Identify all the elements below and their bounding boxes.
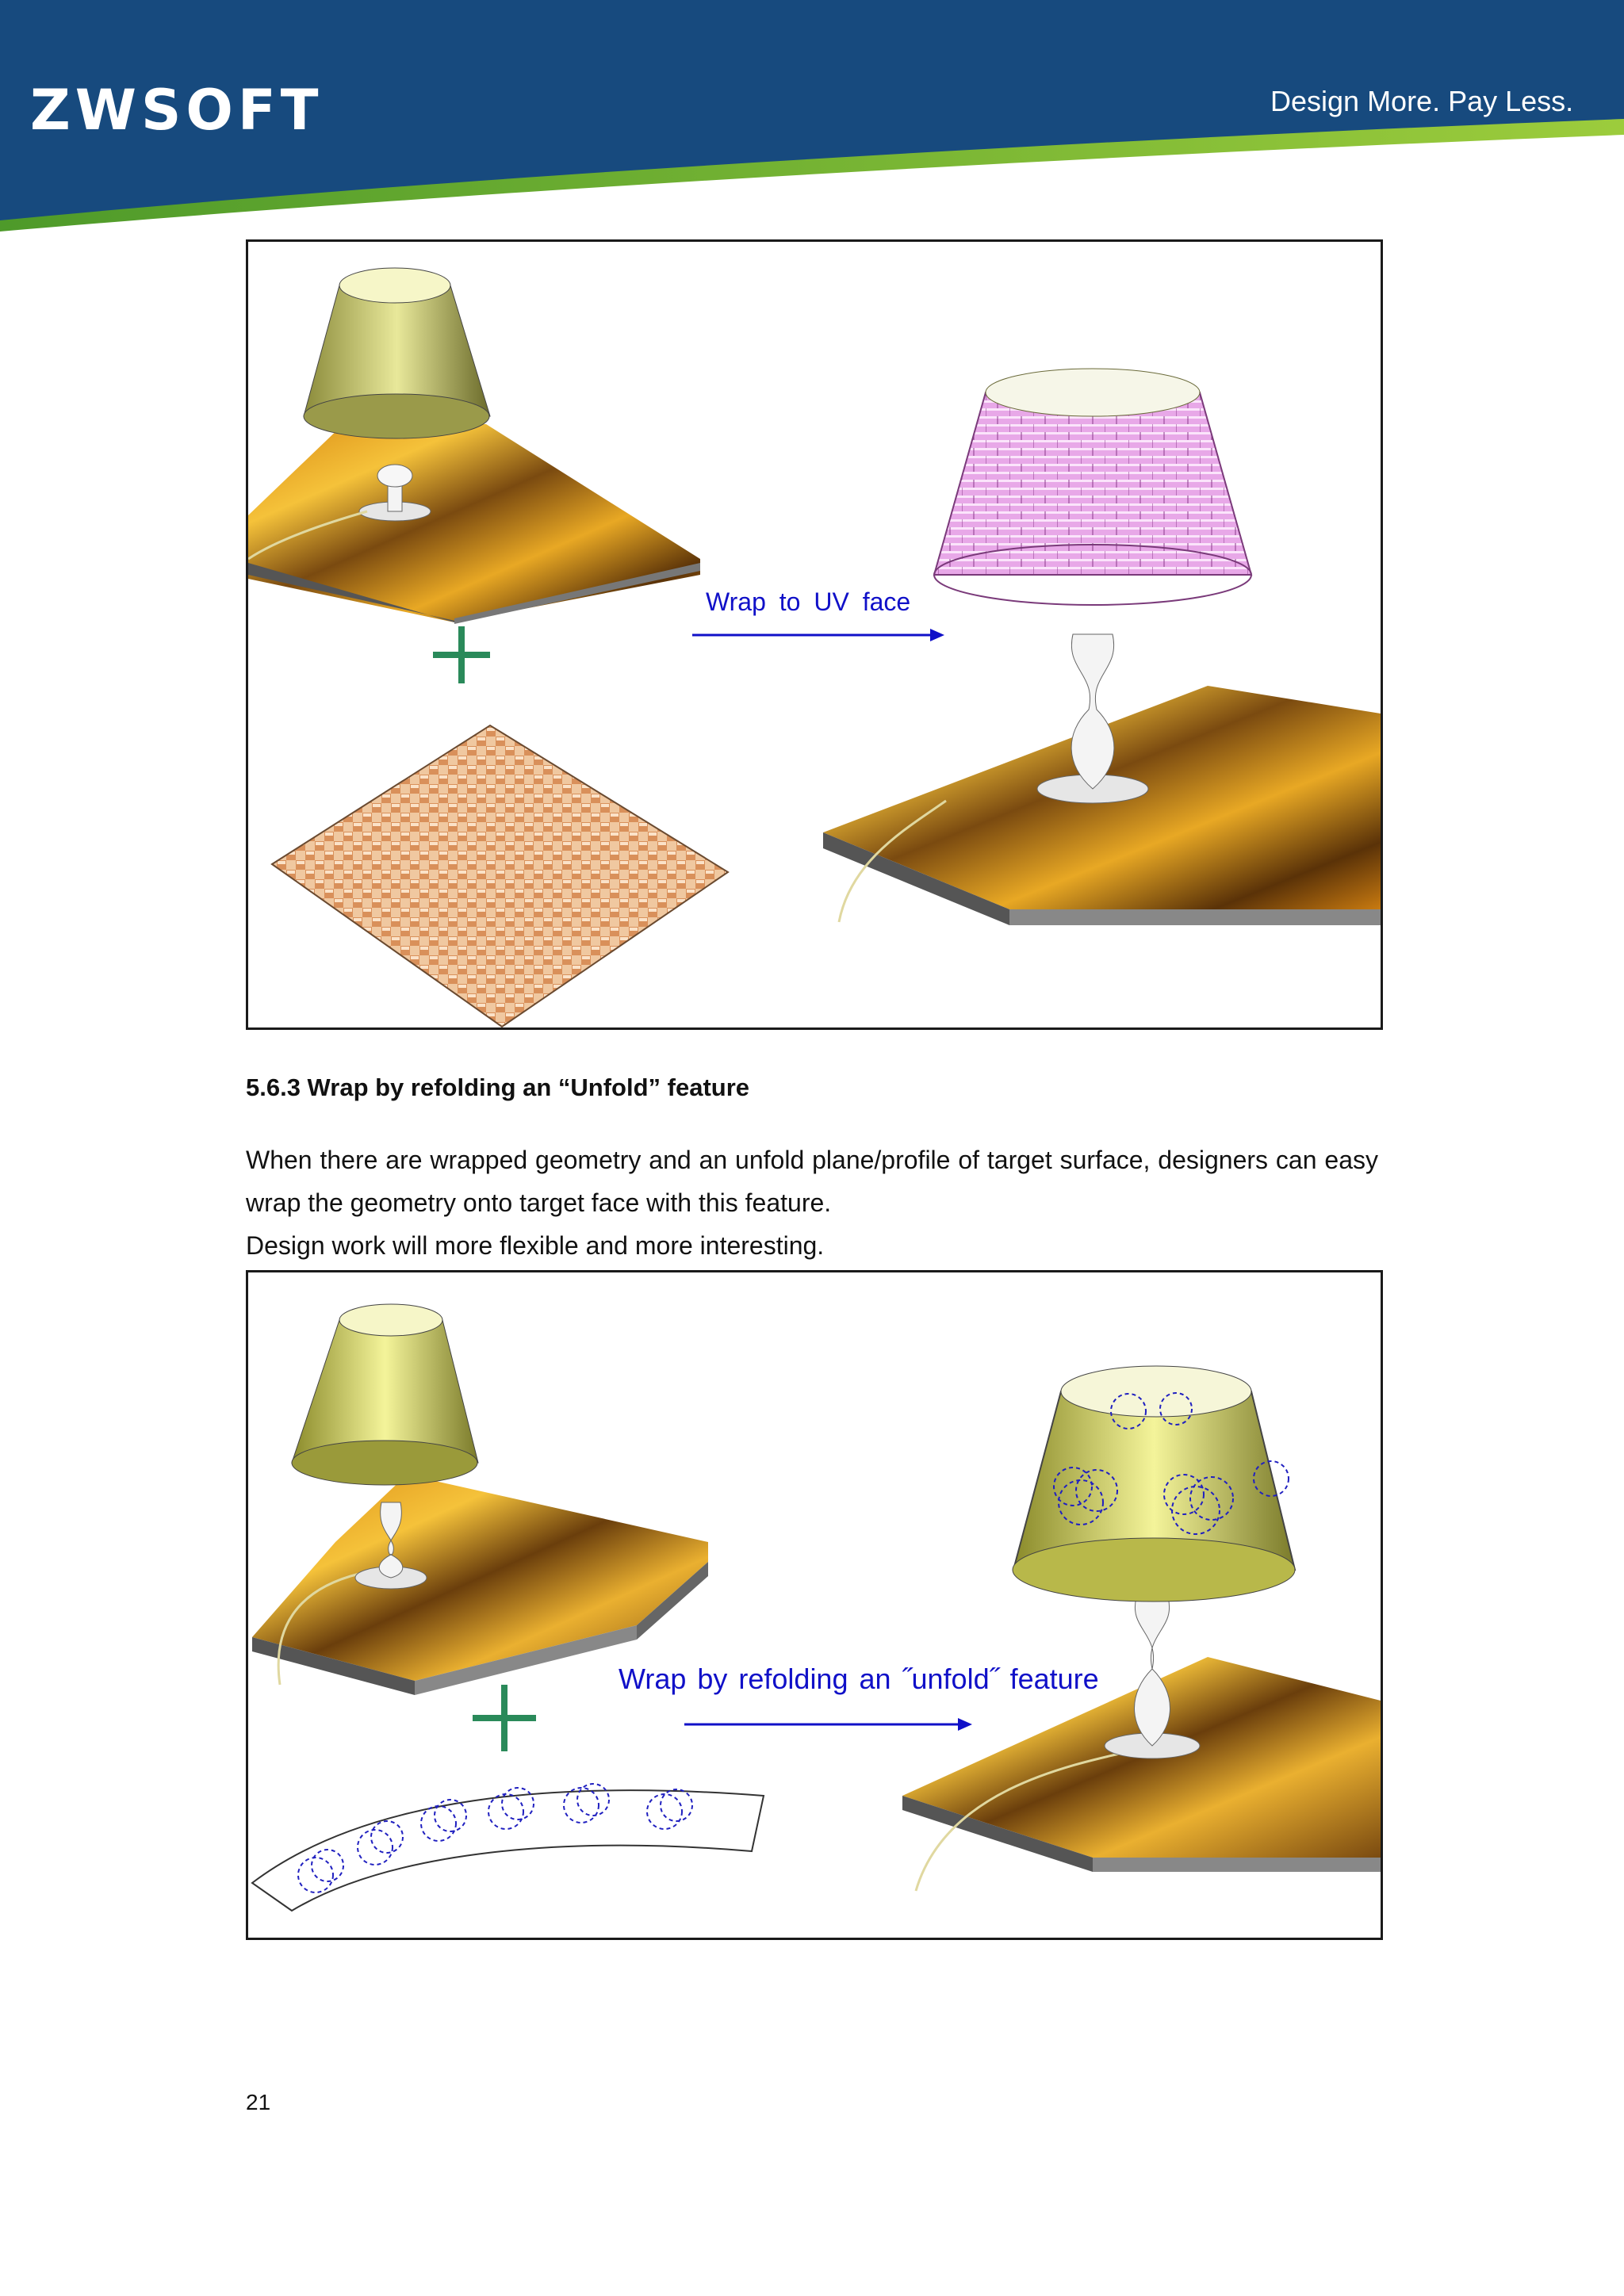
figure1-label: Wrap to UV face (706, 587, 911, 616)
header-banner (0, 0, 1624, 232)
left-table-2 (252, 1475, 708, 1695)
figure-wrap-refolding-unfold: Wrap by refolding an ˝unfold˝ feature (246, 1270, 1383, 1940)
page-header: ZWSOFT Design More. Pay Less. (0, 0, 1624, 238)
page-number: 21 (246, 2090, 271, 2114)
plus-sign-2 (473, 1685, 536, 1751)
section-heading: 5.6.3 Wrap by refolding an “Unfold” feat… (246, 1073, 750, 1101)
left-table (248, 424, 700, 624)
plus-sign (433, 626, 490, 683)
right-lamp-2 (1012, 1365, 1297, 1759)
woven-mat (270, 724, 730, 1027)
arrow-1 (692, 629, 944, 641)
right-lamp (933, 368, 1253, 804)
unfold-strip (251, 1783, 765, 1912)
figure2-label: Wrap by refolding an ˝unfold˝ feature (619, 1663, 1099, 1695)
figure-wrap-uv-face: Wrap to UV face (246, 239, 1383, 1030)
zwsoft-logo: ZWSOFT (30, 78, 324, 143)
left-lamp-2 (291, 1303, 479, 1590)
arrow-2 (684, 1718, 972, 1731)
section-paragraph-2: Design work will more flexible and more … (246, 1231, 825, 1260)
left-lamp (248, 267, 491, 561)
section-paragraph-1: When there are wrapped geometry and an u… (246, 1146, 1378, 1217)
tagline: Design More. Pay Less. (1270, 85, 1574, 117)
figure2-illustration (251, 1303, 1381, 1912)
figure1-illustration (248, 267, 1381, 1027)
